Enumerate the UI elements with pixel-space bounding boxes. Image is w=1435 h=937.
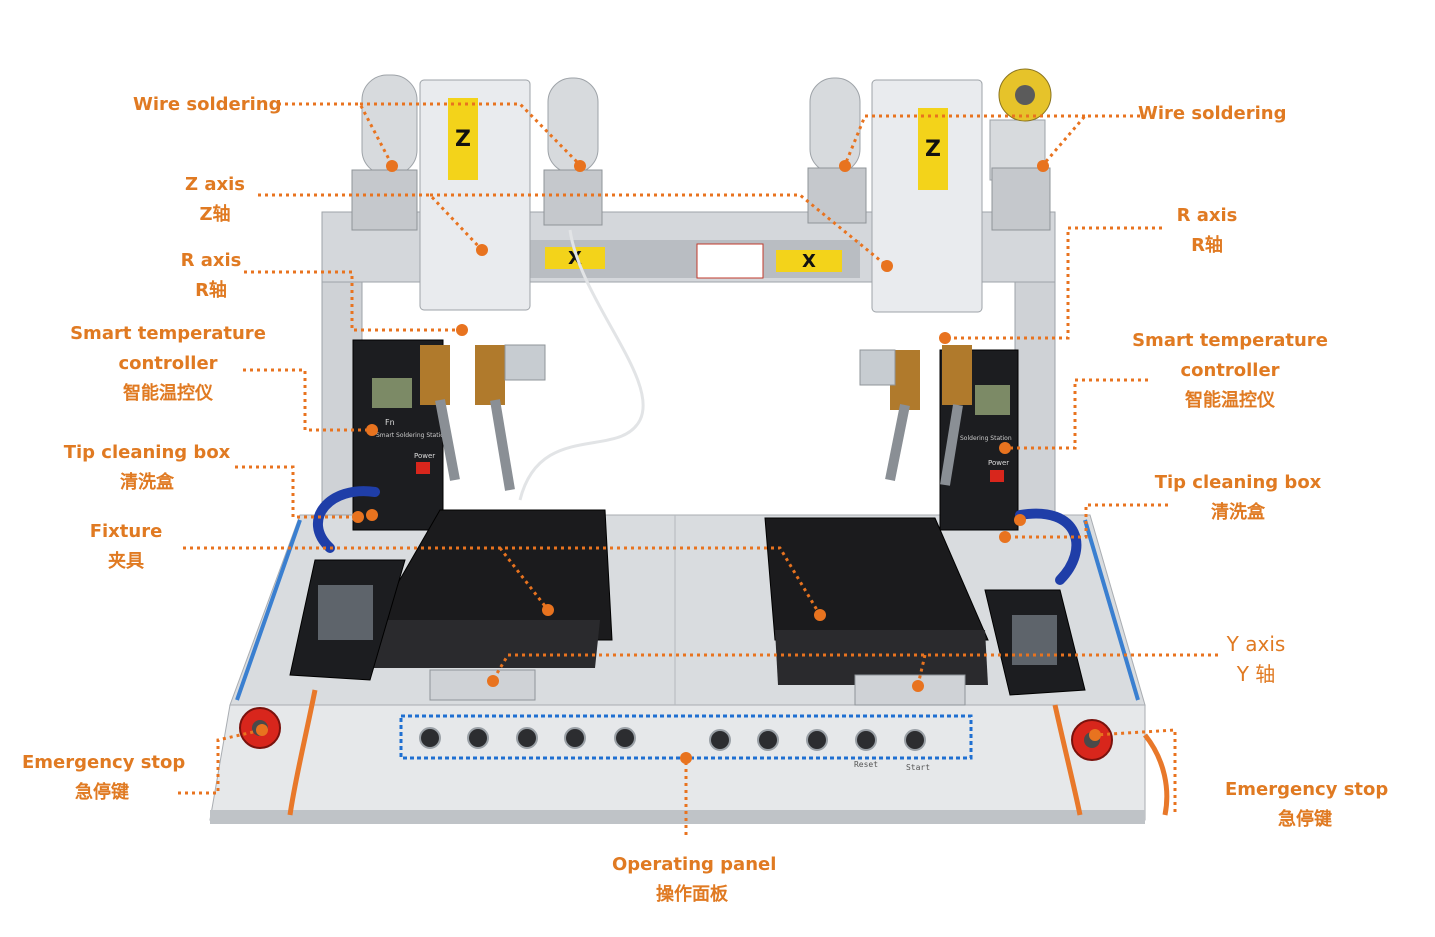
label-y-axis: Y axis Y 轴 [1218,629,1294,689]
x-axis-badge-left [545,247,605,269]
label-text-zh: R轴 [195,280,227,301]
label-text-zh: Y 轴 [1236,662,1276,686]
x-badge-text-right: X [802,251,816,272]
label-text-zh: R轴 [1191,235,1223,256]
wire-cable-left [518,229,645,501]
label-wire-soldering-right: Wire soldering [1138,99,1286,129]
label-z-axis: Z axis Z轴 [180,170,250,230]
label-tip-cleaning-right: Tip cleaning box 清洗盒 [1153,468,1323,528]
station-text-right: Soldering Station [960,435,1012,442]
label-temperature-controller-left: Smart temperature controller 智能温控仪 [68,319,268,409]
label-emergency-stop-right: Emergency stop 急停键 [1225,775,1389,835]
label-text-zh: 急停键 [1278,809,1332,830]
label-text-zh: 清洗盒 [1211,502,1265,523]
label-text-zh: 操作面板 [656,884,728,905]
z-badge-text: Z [455,127,471,152]
leader-dots [256,160,1101,764]
handheld-programmers [289,559,1086,696]
leader-lines [178,102,1218,835]
label-text: Z axis [185,174,245,195]
fn-text: Fn [385,418,395,427]
soldering-irons [420,344,972,491]
x-axis-badge-right [776,250,842,272]
label-r-axis-right: R axis R轴 [1172,201,1242,261]
label-text: Emergency stop [1225,779,1389,800]
cables [287,689,1170,816]
label-text: Wire soldering [1138,103,1287,124]
power-text-right: Power [988,459,1009,467]
power-text-left: Power [414,452,435,460]
label-text: R axis [180,250,242,271]
z-badge-text-right: Z [925,137,941,162]
label-text-zh: Z轴 [199,204,231,225]
label-text: Wire soldering [133,94,282,115]
label-text-zh: 夹具 [108,551,144,572]
panel-reset-text: Reset [854,760,878,769]
label-text: Emergency stop [22,752,186,773]
label-emergency-stop-left: Emergency stop 急停键 [22,748,186,808]
label-tip-cleaning-left: Tip cleaning box 清洗盒 [62,438,232,498]
label-text: R axis [1176,205,1238,226]
label-text-zh: 智能温控仪 [1185,390,1275,411]
label-text: Tip cleaning box [1154,472,1322,493]
warning-sticker [696,243,764,279]
station-text-left: Smart Soldering Station [376,432,448,439]
label-text: Tip cleaning box [63,442,231,463]
label-text-zh: 急停键 [75,782,129,803]
label-text: Smart temperature [70,323,266,344]
panel-start-text: Start [906,763,930,772]
label-text: Fixture [89,521,163,542]
label-text-line2: controller [1180,360,1280,381]
label-fixture: Fixture 夹具 [88,517,164,577]
label-text-zh: 智能温控仪 [123,383,213,404]
coolant-hoses [313,486,1082,585]
operating-panel-buttons [419,727,926,751]
label-temperature-controller-right: Smart temperature controller 智能温控仪 [1130,326,1330,416]
label-text: Smart temperature [1132,330,1328,351]
label-text: Operating panel [612,854,777,875]
label-operating-panel: Operating panel 操作面板 [612,850,777,910]
label-text-zh: 清洗盒 [120,472,174,493]
wire-feeders [351,68,1052,231]
label-text: Y axis [1226,632,1286,656]
label-text-line2: controller [118,353,218,374]
label-r-axis-left: R axis R轴 [176,246,246,306]
label-wire-soldering-left: Wire soldering [133,90,281,120]
